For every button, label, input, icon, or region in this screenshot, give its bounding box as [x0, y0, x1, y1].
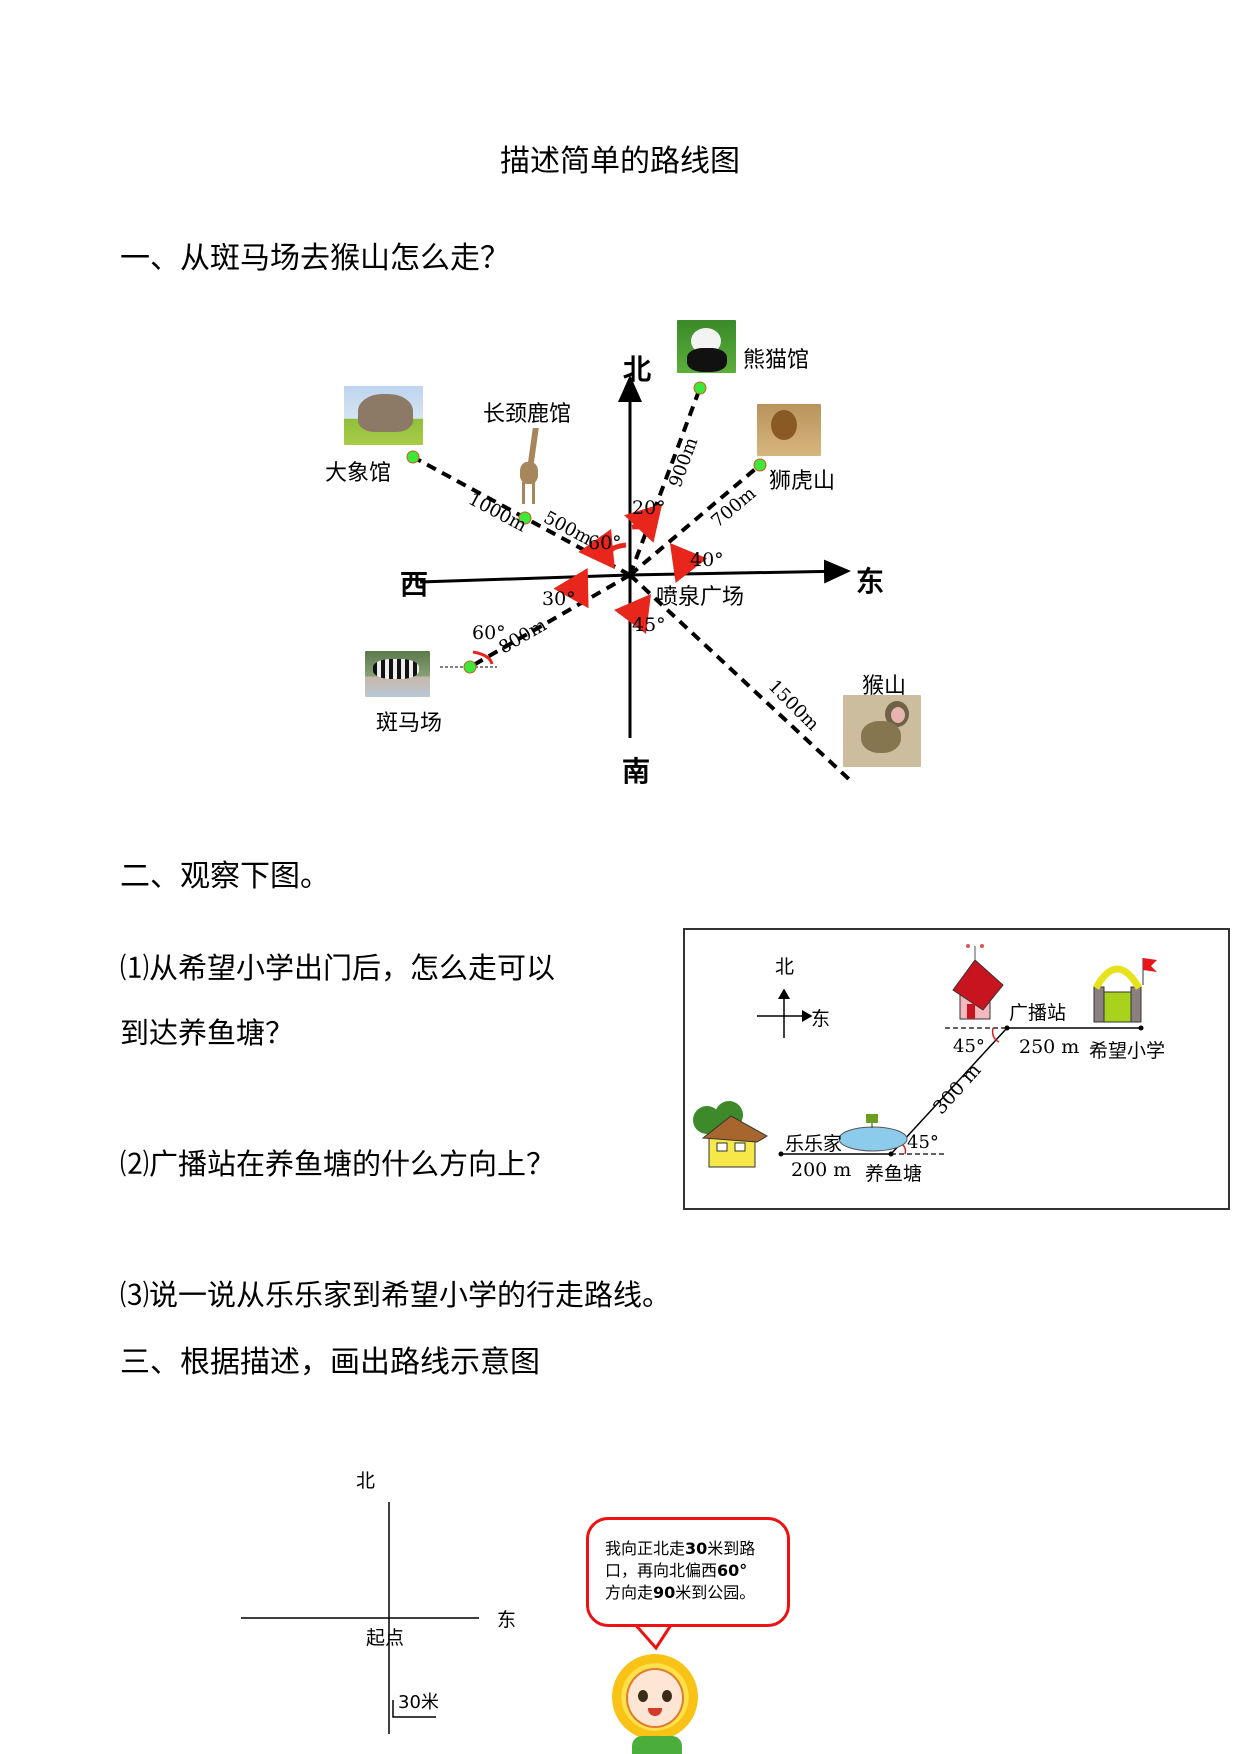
route-map-box: 北 东 广播站 45° 250 m 希望小学 300 m 乐乐家 45° 200…	[683, 928, 1230, 1210]
fountain-plaza-label: 喷泉广场	[656, 585, 745, 610]
monkey-label: 猴山	[862, 674, 907, 699]
map-north-label: 北	[775, 956, 795, 978]
zoo-compass-svg	[406, 375, 854, 784]
zebra-label: 斑马场	[376, 711, 443, 736]
panda-photo	[677, 320, 736, 373]
top-angle-label: 45°	[953, 1036, 985, 1057]
zebra-photo	[365, 651, 430, 697]
broadcast-station-label: 广播站	[1009, 1002, 1067, 1024]
speech-bubble: 我向正北走30米到路 口，再向北偏西60° 方向走90米到公园。	[586, 1517, 790, 1627]
bubble-text: 米到路	[707, 1539, 756, 1558]
bubble-text: 口，再向北偏西	[605, 1561, 718, 1580]
question-3: ⑶说一说从乐乐家到希望小学的行走路线。	[120, 1278, 672, 1312]
question-1-line2: 到达养鱼塘？	[120, 1016, 295, 1050]
section3-heading: 三、根据描述，画出路线示意图	[120, 1345, 540, 1380]
panda-angle: 20°	[632, 497, 666, 519]
giraffe-photo	[516, 428, 544, 506]
school-distance-label: 250 m	[1019, 1036, 1080, 1058]
bubble-text: 我向正北走	[605, 1539, 686, 1558]
section2-heading: 二、观察下图。	[120, 859, 330, 894]
lion-label: 狮虎山	[769, 469, 836, 494]
school-label: 希望小学	[1089, 1040, 1166, 1062]
drawing-east-label: 东	[497, 1609, 517, 1631]
section1-heading: 一、从斑马场去猴山怎么走？	[120, 241, 510, 276]
zebra-local-angle: 60°	[472, 622, 506, 644]
bubble-number: 60°	[717, 1561, 748, 1580]
home-label: 乐乐家	[785, 1133, 843, 1155]
zebra-center-angle: 30°	[542, 588, 576, 610]
east-label: 东	[856, 565, 885, 598]
west-label: 西	[400, 568, 429, 601]
monkey-photo	[843, 695, 921, 767]
monkey-angle: 45°	[632, 614, 666, 636]
map-east-label: 东	[811, 1008, 831, 1030]
pond-label: 养鱼塘	[865, 1163, 923, 1185]
bubble-number: 90	[653, 1583, 676, 1602]
south-label: 南	[622, 755, 651, 788]
sunflower-mascot	[608, 1650, 708, 1754]
giraffe-label: 长颈鹿馆	[483, 402, 572, 427]
north-label: 北	[623, 353, 652, 386]
elephant-photo	[344, 386, 423, 445]
scale-label: 30米	[398, 1692, 439, 1713]
route-map-svg	[693, 944, 1157, 1168]
lion-angle: 40°	[690, 549, 724, 571]
page-title: 描述简单的路线图	[500, 144, 740, 179]
bubble-text: 方向走	[605, 1583, 654, 1602]
giraffe-angle: 60°	[588, 532, 622, 554]
drawing-north-label: 北	[356, 1470, 376, 1492]
panda-label: 熊猫馆	[743, 348, 810, 373]
start-point-label: 起点	[366, 1627, 405, 1649]
bottom-angle-label: 45°	[907, 1132, 939, 1153]
lion-photo	[757, 404, 821, 456]
question-1-line1: ⑴从希望小学出门后，怎么走可以	[120, 951, 556, 985]
bubble-text: 米到公园。	[675, 1583, 756, 1602]
question-2: ⑵广播站在养鱼塘的什么方向上？	[120, 1147, 556, 1181]
bubble-number: 30	[685, 1539, 708, 1558]
home-distance-label: 200 m	[791, 1159, 852, 1181]
elephant-label: 大象馆	[325, 461, 392, 486]
